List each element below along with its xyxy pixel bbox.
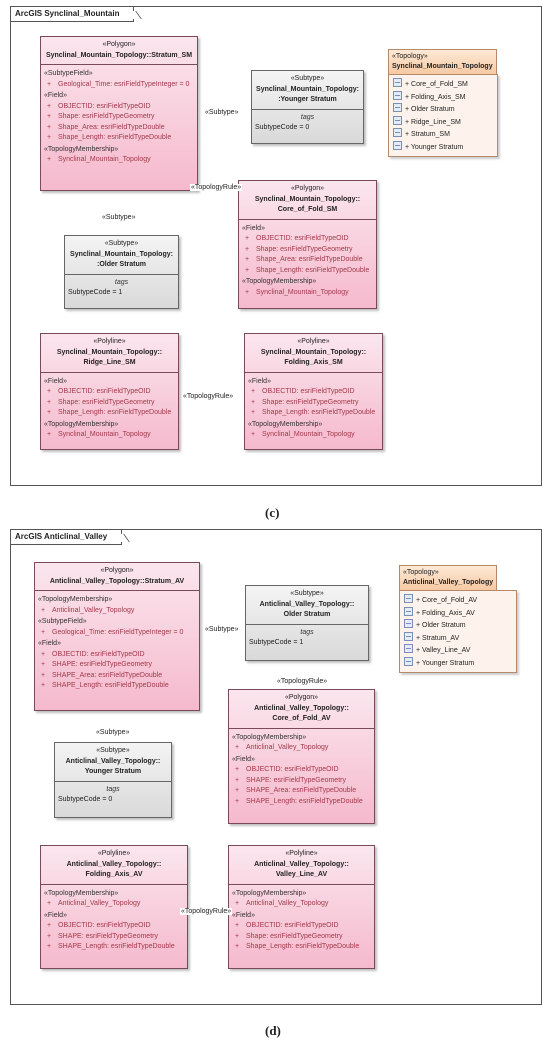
topology-item: + Older Stratum	[393, 103, 493, 116]
class-icon	[393, 78, 402, 87]
label-subtype: «Subtype»	[95, 729, 131, 736]
topology-item: + Valley_Line_AV	[404, 644, 512, 657]
class-icon	[393, 140, 402, 150]
topology-item: + Stratum_SM	[393, 128, 493, 141]
class-core-of-fold-av[interactable]: «Polygon» Anticlinal_Valley_Topology:: C…	[228, 689, 375, 824]
label-subtype: «Subtype»	[204, 109, 240, 116]
class-icon	[404, 619, 413, 628]
class-icon	[393, 115, 402, 125]
figure-caption: (d)	[265, 1023, 281, 1038]
class-icon	[404, 656, 413, 666]
topology-header: «Topology» Anticlinal_Valley_Topology	[399, 565, 498, 590]
class-icon	[404, 594, 413, 603]
class-header: «Polygon» Synclinal_Mountain_Topology::S…	[41, 37, 197, 65]
topology-item: + Core_of_Fold_SM	[393, 78, 493, 91]
class-icon	[404, 644, 413, 653]
topology-item: + Younger Stratum	[404, 656, 512, 670]
subtype-younger-sm[interactable]: «Subtype» Synclinal_Mountain_Topology: :…	[251, 70, 364, 144]
label-topology-rule: «TopologyRule»	[276, 678, 329, 685]
class-stratum-av[interactable]: «Polygon» Anticlinal_Valley_Topology::St…	[34, 562, 200, 711]
class-folding-axis-sm[interactable]: «Polyline» Synclinal_Mountain_Topology::…	[244, 333, 383, 450]
topology-item: + Folding_Axis_SM	[393, 90, 493, 104]
label-topology-rule: «TopologyRule»	[180, 908, 233, 915]
class-ridge-line-sm[interactable]: «Polyline» Synclinal_Mountain_Topology::…	[40, 333, 179, 450]
class-icon	[404, 606, 413, 616]
class-icon	[393, 90, 402, 100]
topology-item: + Older Stratum	[404, 619, 512, 632]
class-valley-line-av[interactable]: «Polyline» Anticlinal_Valley_Topology:: …	[228, 845, 375, 969]
label-topology-rule: «TopologyRule»	[190, 184, 243, 191]
class-folding-axis-av[interactable]: «Polyline» Anticlinal_Valley_Topology:: …	[40, 845, 188, 969]
topology-item: + Core_of_Fold_AV	[404, 594, 512, 607]
class-stratum-sm[interactable]: «Polygon» Synclinal_Mountain_Topology::S…	[40, 36, 198, 191]
class-core-of-fold-sm[interactable]: «Polygon» Synclinal_Mountain_Topology:: …	[238, 180, 377, 309]
subtype-older-av[interactable]: «Subtype» Anticlinal_Valley_Topology:: O…	[245, 585, 369, 661]
figure-caption: (c)	[265, 505, 280, 520]
frame-title: ArcGIS Synclinal_Mountain	[11, 7, 135, 22]
class-icon	[393, 128, 402, 137]
subtype-younger-av[interactable]: «Subtype» Anticlinal_Valley_Topology:: Y…	[54, 742, 172, 818]
label-subtype: «Subtype»	[204, 626, 240, 633]
topology-header: «Topology» Synclinal_Mountain_Topology	[388, 49, 497, 74]
topology-item: + Stratum_AV	[404, 631, 512, 645]
topology-item: + Folding_Axis_AV	[404, 606, 512, 620]
topology-anticlinal[interactable]: «Topology» Anticlinal_Valley_Topology + …	[399, 565, 517, 673]
label-subtype: «Subtype»	[101, 214, 137, 221]
topology-item: + Younger Stratum	[393, 140, 493, 154]
frame-title: ArcGIS Anticlinal_Valley	[11, 530, 123, 545]
class-icon	[393, 103, 402, 112]
topology-synclinal[interactable]: «Topology» Synclinal_Mountain_Topology +…	[388, 49, 498, 157]
subtype-older-sm[interactable]: «Subtype» Synclinal_Mountain_Topology: :…	[64, 235, 179, 309]
topology-item: + Ridge_Line_SM	[393, 115, 493, 129]
label-topology-rule: «TopologyRule»	[182, 393, 235, 400]
class-icon	[404, 631, 413, 641]
